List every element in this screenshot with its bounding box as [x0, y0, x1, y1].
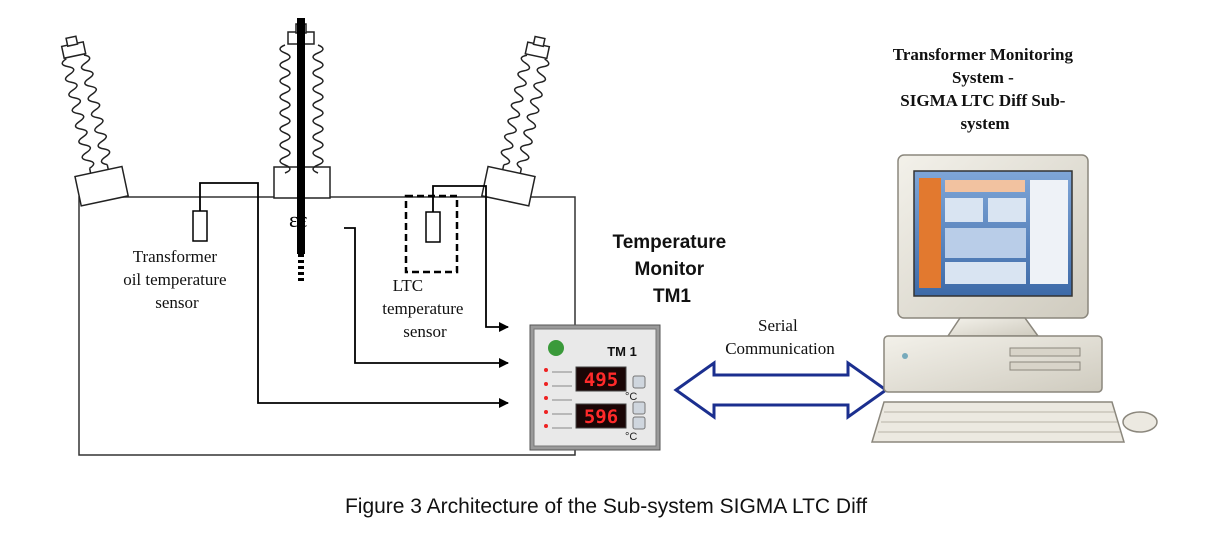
- device-model-label: TM 1: [607, 344, 637, 359]
- right-bushing: [480, 35, 551, 207]
- serial-communication-label: Serial Communication: [725, 316, 835, 358]
- unit-top: °C: [625, 391, 637, 403]
- oil-temperature-sensor-icon: [192, 210, 208, 242]
- temperature-monitor-label: Temperature Monitor TM1: [613, 232, 732, 307]
- ltc-sensor-label: LTC temperature sensor: [382, 276, 467, 341]
- display-top: [575, 366, 627, 392]
- serial-communication-arrow: [673, 360, 889, 420]
- manufacturer-logo: [548, 340, 564, 356]
- ltc-compartment: [404, 194, 459, 274]
- unit-bottom: °C: [625, 431, 637, 443]
- figure-caption: Figure 3 Architecture of the Sub-system …: [345, 495, 867, 518]
- oil-sensor-label: Transformer oil temperature sensor: [123, 247, 231, 312]
- left-bushing: [60, 35, 130, 207]
- display-bottom-value: 596: [584, 406, 618, 428]
- device-button-up[interactable]: [632, 375, 646, 389]
- center-bushing: [273, 18, 331, 282]
- monitoring-system-title: Transformer Monitoring System - SIGMA LT…: [893, 45, 1077, 133]
- temperature-monitor-device: TM 1 495 596 °C °C: [529, 324, 661, 451]
- ltc-temperature-sensor-icon: [425, 211, 441, 243]
- device-button-set[interactable]: [632, 401, 646, 415]
- transformer-tank: [78, 196, 576, 456]
- device-button-down[interactable]: [632, 416, 646, 430]
- monitoring-computer: [870, 154, 1158, 443]
- svg-text:εε: εε: [289, 207, 307, 232]
- display-bottom: [575, 403, 627, 429]
- current-transformer-icon: εε: [289, 207, 307, 232]
- sensor-wiring: [199, 182, 509, 408]
- display-top-value: 495: [584, 369, 618, 391]
- mouse: [1122, 411, 1158, 433]
